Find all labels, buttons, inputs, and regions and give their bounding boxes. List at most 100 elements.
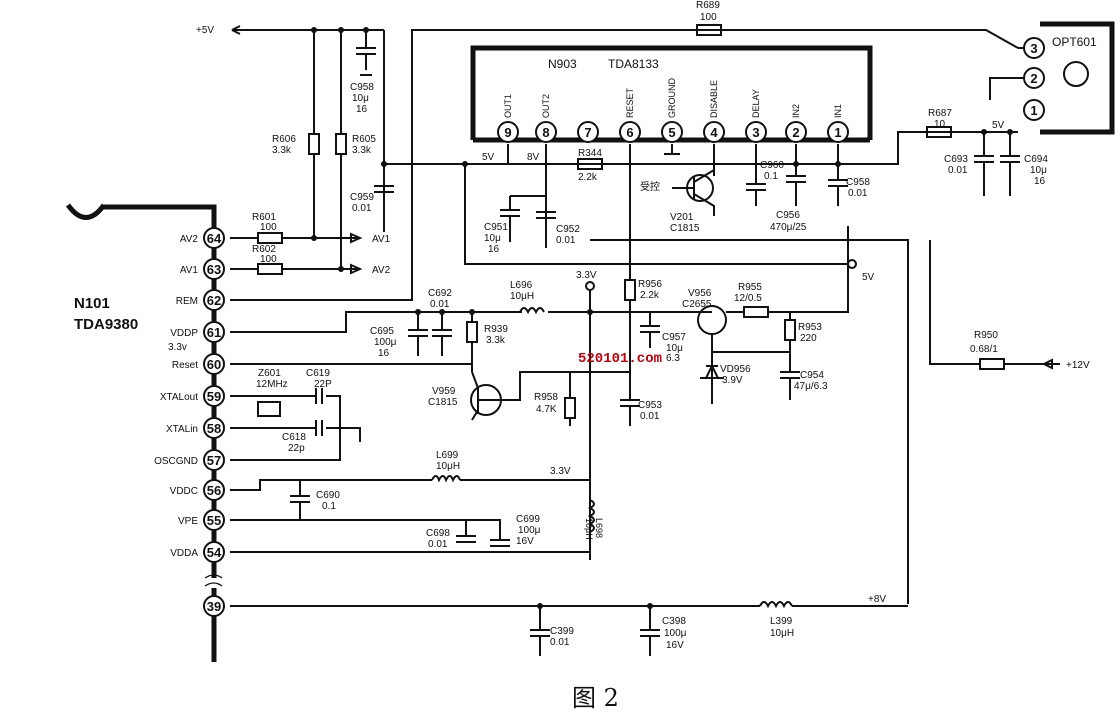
pin-circle bbox=[203, 289, 225, 311]
component-label: Z601 bbox=[258, 368, 281, 379]
component-label: +8V bbox=[868, 594, 886, 605]
component-label: C699 bbox=[516, 514, 540, 525]
component-label: 100 bbox=[700, 12, 717, 23]
resistor-r939 bbox=[466, 321, 478, 343]
resistor-r956 bbox=[624, 279, 636, 301]
component-label: 16 bbox=[356, 104, 368, 115]
pin-number: 8 bbox=[542, 125, 549, 140]
pin-name: AV2 bbox=[180, 234, 199, 245]
pin-circle bbox=[203, 479, 225, 501]
component-label: 100μ bbox=[374, 337, 397, 348]
resistor-r950 bbox=[979, 358, 1005, 370]
pin-number: 63 bbox=[207, 262, 221, 277]
pin-name: RESET bbox=[625, 87, 635, 118]
component-label: 10μH bbox=[770, 628, 794, 639]
pin-number: 3 bbox=[752, 125, 759, 140]
opt601-pin: 1 bbox=[1023, 99, 1045, 121]
pin-number: 39 bbox=[207, 599, 221, 614]
component-label: 3.3V bbox=[550, 466, 571, 477]
pin-circle bbox=[577, 121, 599, 143]
resistor-r605 bbox=[335, 133, 347, 155]
pin-circle bbox=[785, 121, 807, 143]
component-label: 3.3V bbox=[576, 270, 597, 281]
pin-circle bbox=[203, 258, 225, 280]
cap-c692 bbox=[432, 312, 452, 356]
pin-name: XTALout bbox=[160, 392, 198, 403]
component-label: L399 bbox=[770, 616, 793, 627]
transistor-v959-leads bbox=[471, 371, 630, 421]
component-label: 0.01 bbox=[640, 411, 660, 422]
cap-c958-top bbox=[356, 30, 376, 70]
opt601-ref: OPT601 bbox=[1052, 35, 1097, 49]
inductor-l699 bbox=[431, 475, 461, 483]
cap-c695 bbox=[408, 312, 428, 356]
pin-name: REM bbox=[176, 296, 198, 307]
component-label: VD956 bbox=[720, 364, 751, 375]
arrow-12v bbox=[1041, 358, 1053, 370]
main-ic-pin: 60 Reset bbox=[172, 353, 225, 375]
pin-number: 60 bbox=[207, 357, 221, 372]
component-label: R950 bbox=[974, 330, 998, 341]
main-ic-label: N101 TDA9380 bbox=[74, 295, 138, 333]
component-label: 12MHz bbox=[256, 379, 288, 390]
component-label: 5V bbox=[992, 120, 1005, 131]
component-label: C958 bbox=[846, 177, 870, 188]
component-label: +12V bbox=[1066, 360, 1090, 371]
component-label: C694 bbox=[1024, 154, 1048, 165]
component-label: C618 bbox=[282, 432, 306, 443]
component-label: 2.2k bbox=[640, 290, 660, 301]
component-label: R687 bbox=[928, 108, 952, 119]
pin-number: 61 bbox=[207, 325, 221, 340]
component-label: 100μ bbox=[518, 525, 541, 536]
component-label: V201 bbox=[670, 212, 694, 223]
node-5v-right bbox=[847, 259, 857, 269]
component-label: 2.2k bbox=[578, 172, 598, 183]
cap-c958-right bbox=[828, 144, 848, 206]
component-label: 5V bbox=[862, 272, 875, 283]
component-label: 0.01 bbox=[948, 165, 968, 176]
component-label: 0.01 bbox=[556, 235, 576, 246]
wire-oscgnd bbox=[230, 428, 341, 461]
pin-number: 55 bbox=[207, 513, 221, 528]
cap-c399 bbox=[530, 606, 550, 656]
pin-name: Reset bbox=[172, 360, 198, 371]
pin-number: 62 bbox=[207, 293, 221, 308]
inductor-l698 bbox=[587, 499, 595, 533]
component-label: C958 bbox=[350, 82, 374, 93]
cap-c954 bbox=[780, 352, 800, 400]
component-label: 0.01 bbox=[352, 203, 372, 214]
component-label: 10μ bbox=[352, 93, 369, 104]
pin-circle bbox=[619, 121, 641, 143]
figure-caption: 图 2 bbox=[572, 684, 619, 712]
component-label: 0.1 bbox=[322, 501, 336, 512]
component-label: C954 bbox=[800, 370, 824, 381]
cap-c698 bbox=[456, 520, 476, 543]
cap-c952 bbox=[536, 211, 556, 219]
component-label: R601 bbox=[252, 212, 276, 223]
wire-in-5v bbox=[742, 131, 1018, 165]
component-labels: R689 100 R606 3.3k R605 3.3k C958 10μ 16… bbox=[252, 0, 1090, 651]
pin-circle bbox=[497, 121, 519, 143]
cap-c699 bbox=[490, 539, 510, 547]
component-label: 22P bbox=[314, 379, 332, 390]
opt601-pin: 3 bbox=[1023, 37, 1045, 59]
resistor-r958 bbox=[564, 397, 576, 419]
pin-name: OUT1 bbox=[503, 94, 513, 118]
component-label: 3.3k bbox=[352, 145, 372, 156]
component-label: 12/0.5 bbox=[734, 293, 762, 304]
pin-name: VDDC bbox=[170, 486, 198, 497]
wire-r953 bbox=[790, 226, 849, 313]
pin-name: XTALin bbox=[166, 424, 198, 435]
cap-c693 bbox=[974, 132, 994, 196]
